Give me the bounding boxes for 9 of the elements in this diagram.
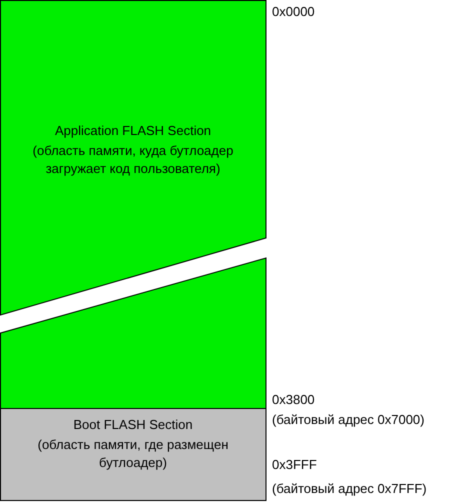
section-description: (область памяти, куда бутлоадер загружает код пользователя) (32, 142, 234, 178)
address-label: 0x3800 (272, 392, 315, 407)
address-label: 0x3FFF (272, 457, 317, 472)
section-title: Application FLASH Section (54, 122, 212, 140)
section-title: Boot FLASH Section (72, 416, 194, 434)
address-label: (байтовый адрес 0x7000) (272, 412, 424, 427)
section-description: (область памяти, где размещен бутлоадер) (36, 436, 230, 472)
address-label: 0x0000 (272, 4, 315, 19)
address-label: (байтовый адрес 0x7FFF) (272, 481, 427, 496)
